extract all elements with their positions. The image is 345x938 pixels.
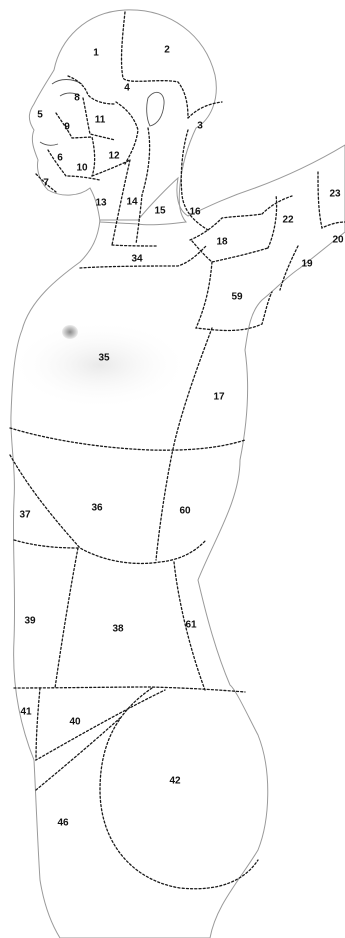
region-label-7: 7 bbox=[43, 178, 49, 189]
region-label-23: 23 bbox=[329, 189, 341, 200]
region-label-34: 34 bbox=[131, 254, 143, 265]
region-label-38: 38 bbox=[112, 624, 124, 635]
region-label-15: 15 bbox=[154, 206, 166, 217]
seam-thigh-diagonal bbox=[36, 688, 165, 760]
region-labels: 1 2 3 4 5 6 7 8 9 10 11 12 13 14 15 16 1… bbox=[19, 45, 344, 829]
chest-shading bbox=[10, 320, 190, 410]
seam-neck-mid bbox=[136, 128, 150, 244]
seam-lower-abdomen bbox=[10, 455, 206, 563]
region-label-37: 37 bbox=[19, 510, 31, 521]
region-label-61: 61 bbox=[185, 620, 197, 631]
region-label-14: 14 bbox=[126, 197, 138, 208]
brow-shape bbox=[52, 80, 82, 85]
region-label-11: 11 bbox=[95, 115, 106, 126]
seam-jaw-neck bbox=[92, 160, 130, 176]
seam-hip-line bbox=[14, 687, 245, 692]
region-label-9: 9 bbox=[64, 122, 70, 133]
seam-forearm bbox=[318, 172, 345, 228]
region-label-16: 16 bbox=[189, 207, 201, 218]
region-label-40: 40 bbox=[69, 717, 81, 728]
seam-buttock bbox=[100, 688, 258, 889]
region-boundaries bbox=[10, 12, 345, 889]
region-label-46: 46 bbox=[57, 818, 69, 829]
region-label-59: 59 bbox=[231, 292, 243, 303]
region-label-12: 12 bbox=[108, 151, 120, 162]
region-label-13: 13 bbox=[95, 198, 107, 209]
region-label-1: 1 bbox=[93, 48, 99, 59]
region-label-6: 6 bbox=[57, 153, 63, 164]
ear-shape bbox=[147, 92, 164, 126]
region-label-18: 18 bbox=[216, 237, 228, 248]
region-label-19: 19 bbox=[301, 259, 313, 270]
seam-neck-base bbox=[112, 245, 158, 246]
region-label-35: 35 bbox=[98, 353, 110, 364]
seam-deltoid bbox=[192, 241, 268, 262]
seam-arm-lower bbox=[280, 246, 298, 290]
region-label-39: 39 bbox=[24, 616, 36, 627]
seam-scalp-ear bbox=[188, 102, 222, 118]
region-label-5: 5 bbox=[37, 110, 43, 121]
region-label-42: 42 bbox=[169, 776, 181, 787]
seam-left-flank bbox=[14, 540, 78, 548]
seam-collarbone bbox=[80, 246, 206, 268]
region-label-17: 17 bbox=[213, 392, 225, 403]
seam-mid-face bbox=[56, 113, 95, 176]
region-label-10: 10 bbox=[76, 163, 88, 174]
body-silhouette bbox=[10, 10, 345, 938]
region-label-4: 4 bbox=[124, 83, 130, 94]
region-label-41: 41 bbox=[20, 707, 32, 718]
nipple-shape bbox=[62, 325, 78, 339]
region-label-8: 8 bbox=[74, 93, 80, 104]
region-label-2: 2 bbox=[164, 45, 170, 56]
region-label-3: 3 bbox=[197, 121, 203, 132]
lips-shape bbox=[40, 142, 58, 145]
region-label-20: 20 bbox=[332, 235, 344, 246]
seam-head-vertical bbox=[122, 12, 188, 118]
region-label-60: 60 bbox=[179, 506, 191, 517]
seam-waist bbox=[10, 428, 245, 450]
seam-hip-front bbox=[55, 548, 78, 688]
region-label-36: 36 bbox=[91, 503, 103, 514]
region-label-22: 22 bbox=[282, 215, 294, 226]
seam-thigh-diag-2 bbox=[36, 718, 120, 790]
